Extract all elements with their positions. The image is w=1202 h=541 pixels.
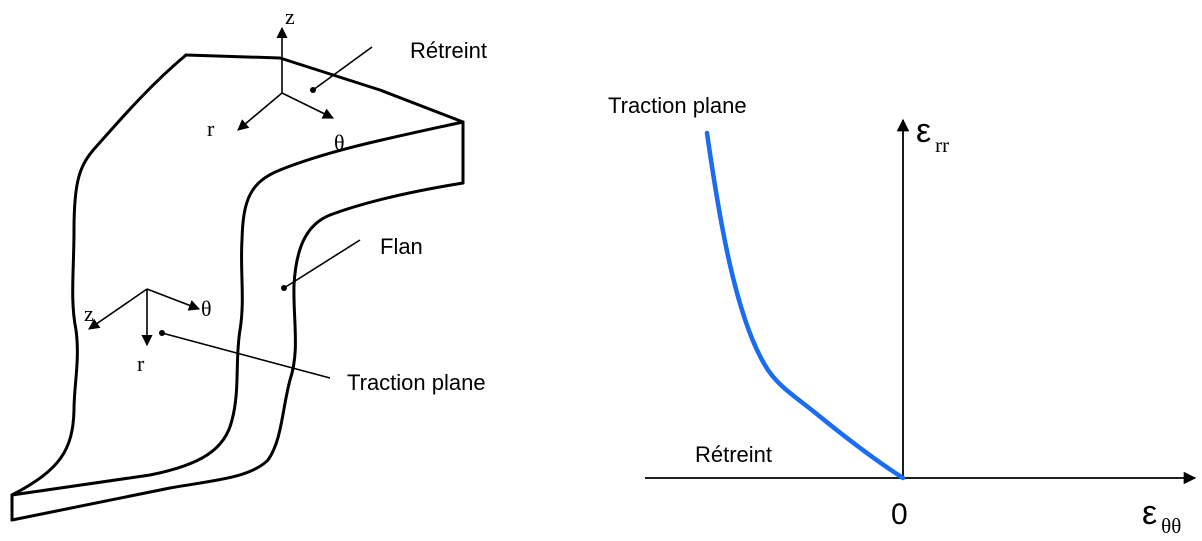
leaders [159, 46, 373, 379]
axes-bottom: z r θ [84, 288, 212, 376]
axis-theta-top-label: θ [334, 130, 345, 155]
x-axis-symbol: ε [1142, 494, 1157, 532]
axis-theta-bottom-label: θ [201, 296, 212, 321]
axis-r-top-label: r [207, 116, 215, 141]
y-axis-label: ε rr [916, 112, 949, 157]
axis-r-top-arrow [237, 92, 283, 131]
label-retreint-left: Rétreint [410, 38, 487, 63]
axis-z-bottom-arrow [88, 288, 148, 330]
label-traction-plane-right: Traction plane [608, 93, 747, 118]
axis-z-bottom-label: z [84, 301, 94, 326]
strain-diagram: Traction plane Rétreint 0 ε rr ε θθ [608, 93, 1197, 538]
traction-leader [161, 332, 331, 379]
axis-z-top-label: z [285, 4, 295, 29]
axis-theta-top-arrow [281, 92, 335, 119]
x-axis-subscript: θθ [1161, 514, 1181, 538]
x-axis-label: ε θθ [1142, 494, 1181, 538]
origin-label: 0 [891, 498, 908, 531]
strain-path-curve [704, 130, 906, 481]
label-traction-plane-left: Traction plane [347, 370, 486, 395]
retreint-leader [312, 46, 373, 91]
axis-theta-bottom-arrow [146, 288, 201, 311]
axis-r-bottom-label: r [137, 351, 145, 376]
label-flan: Flan [380, 234, 423, 259]
y-axis-subscript: rr [935, 133, 949, 157]
label-retreint-right: Rétreint [695, 442, 772, 467]
part-sketch [10, 53, 465, 522]
y-axis-symbol: ε [916, 112, 931, 150]
axes-top: z r θ [207, 4, 345, 155]
flan-leader [283, 239, 361, 289]
